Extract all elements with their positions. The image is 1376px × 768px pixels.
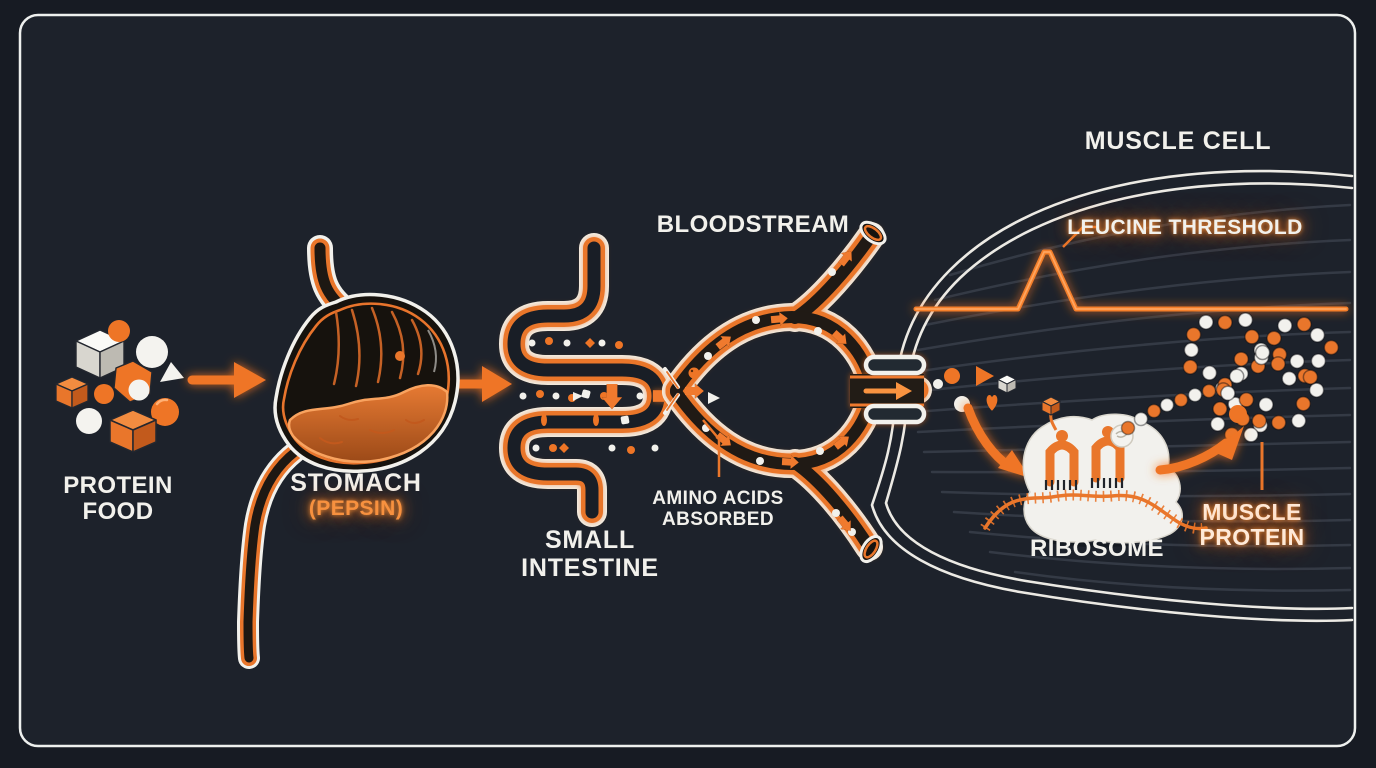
leucine-pointer-line [1062,225,1097,248]
protein-food-label: PROTEIN FOOD [63,472,173,526]
coil-center-bead [1229,405,1247,423]
small-intestine-illustration [514,248,681,512]
arrow-to-muscle-protein-icon [1155,426,1244,475]
label-line: ABSORBED [662,508,774,530]
orange-cube-icon [109,409,157,453]
sphere-highlight [155,398,169,406]
funnel-particles [688,367,720,404]
protein-food-icon [55,320,184,453]
small-intestine-label: SMALL INTESTINE [521,526,659,582]
label-line: PROTEIN [63,472,173,499]
white-sphere-icon [136,336,168,368]
ribosome-illustration [963,380,1230,547]
arrow-into-ribosome-icon [963,403,1030,478]
outer-frame [18,13,1357,748]
ribosome-label: RIBOSOME [1030,535,1164,562]
membrane-transporter [850,354,927,425]
vessel-open-end [859,534,883,564]
muscle-cell-label: MUSCLE CELL [1084,127,1272,155]
label-line: FOOD [82,498,154,526]
amino-acids-label: AMINO ACIDS ABSORBED [652,488,784,531]
white-triangle-icon [160,362,184,382]
label-line: INTESTINE [521,553,659,582]
protein-coil-beads [1182,312,1340,443]
muscle-protein-label: MUSCLE PROTEIN [1199,499,1305,551]
vessel-open-end [859,220,887,246]
arrow-food-to-stomach-icon [187,362,266,398]
stomach-fold-lines [332,306,423,388]
duodenum-tube [248,452,295,658]
muscle-protein-illustration [1155,312,1340,490]
label-line: SMALL [544,526,636,554]
orange-sphere-icon [94,384,114,404]
white-sphere-icon [128,379,150,401]
orange-sphere-icon [151,398,179,426]
vessel-funnel-mouth [663,367,680,415]
trna-head [1056,430,1068,442]
stomach-label: STOMACH [290,469,422,497]
leucine-threshold-line [913,249,1349,312]
anticodon-teeth [1044,478,1124,490]
label-line: AMINO ACIDS [652,488,784,509]
trna-icons [1045,436,1125,487]
stomach-illustration [248,248,460,658]
stomach-droplet [395,351,405,361]
cell-membrane [870,169,1354,623]
pepsin-label: (PEPSIN) [308,497,404,520]
stomach-inner-outline [281,302,450,465]
orange-cube-icon [55,376,89,409]
amino-cube-icon [1040,396,1062,416]
white-sphere-icon [76,408,102,434]
leucine-threshold-label: LEUCINE THRESHOLD [1067,216,1303,239]
label-line: PROTEIN [1199,524,1305,551]
stomach-highlight [427,329,437,373]
label-line: MUSCLE [1202,499,1302,525]
bloodstream-label: BLOODSTREAM [656,211,850,238]
liquid-detail-lines [319,415,425,445]
orange-sphere-icon [108,320,130,342]
amino-acids-pointer-line [702,419,721,477]
